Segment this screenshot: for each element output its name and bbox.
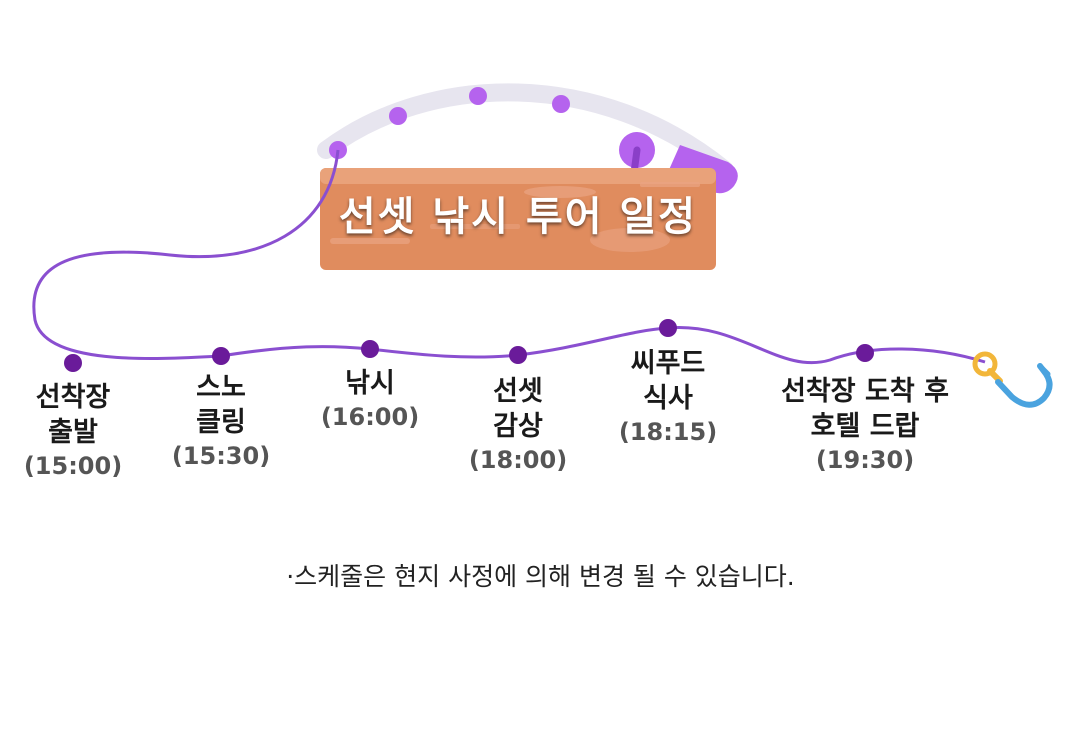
stop-dot: [64, 354, 82, 372]
stop-name: 씨푸드 식사: [630, 348, 706, 414]
stop-3: 낚시 (16:00): [250, 366, 490, 433]
stop-time: (19:30): [815, 446, 915, 474]
stop-name: 선셋 감상: [493, 376, 543, 442]
stop-5: 씨푸드 식사 (18:15): [548, 346, 788, 448]
timeline-line: [32, 149, 986, 365]
wooden-sign: [320, 168, 716, 270]
stop-time: (15:30): [171, 442, 271, 470]
stop-name: 스노 클링: [196, 372, 246, 438]
stop-name: 낚시: [345, 368, 395, 399]
stop-dot: [659, 319, 677, 337]
fishing-hook-icon: [972, 351, 1053, 408]
stop-4: 선셋 감상 (18:00): [398, 374, 638, 476]
stop-dot: [856, 344, 874, 362]
stop-name: 선착장 출발: [35, 382, 111, 448]
stop-6: 선착장 도착 후 호텔 드랍 (19:30): [745, 374, 985, 476]
stop-dot: [212, 347, 230, 365]
stop-name: 선착장 도착 후 호텔 드랍: [781, 376, 949, 442]
stop-dot: [361, 340, 379, 358]
stop-time: (15:00): [23, 452, 123, 480]
stop-time: (16:00): [320, 403, 420, 431]
schedule-note: ·스케줄은 현지 사정에 의해 변경 될 수 있습니다.: [286, 562, 795, 591]
stop-time: (18:15): [618, 418, 718, 446]
stop-dot: [509, 346, 527, 364]
stop-1: 선착장 출발 (15:00): [0, 380, 193, 482]
stop-time: (18:00): [468, 446, 568, 474]
stop-2: 스노 클링 (15:30): [101, 370, 341, 472]
tour-title: 선셋 낚시 투어 일정: [338, 194, 698, 240]
